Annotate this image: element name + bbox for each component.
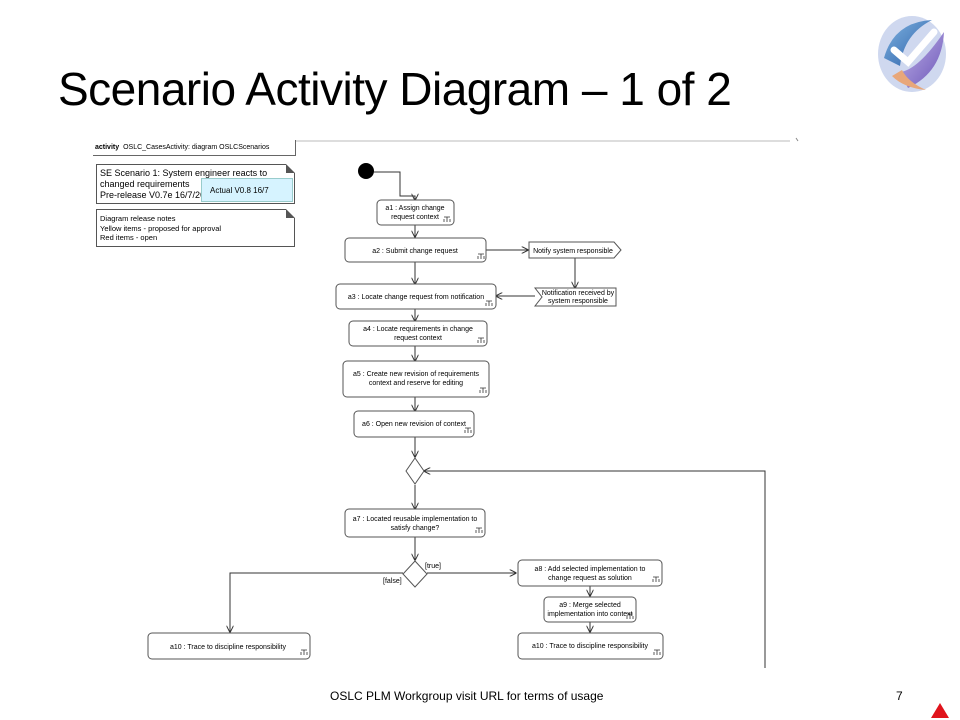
a7-label-line-1: a7 : Located reusable implementation to (353, 516, 478, 523)
action-a1 (376, 199, 455, 226)
action-a2 (344, 237, 487, 263)
action-boxes (147, 199, 664, 660)
scenario-line-3: Pre-release V0.7e 16/7/20 (100, 190, 206, 200)
a3-label: a3 : Locate change request from notifica… (348, 294, 484, 301)
a4-label-line-1: a4 : Locate requirements in change (363, 326, 473, 333)
frame-keyword: activity (95, 144, 120, 151)
action-a9 (543, 596, 637, 623)
action-labels: a1 : Assign change request context a2 : … (170, 205, 648, 651)
page-number: 7 (896, 689, 903, 703)
activity-frame: activity OSLC_CasesActivity: diagram OSL… (93, 140, 296, 248)
send-signal-label: Notify system responsible (533, 248, 613, 255)
decision-node (402, 560, 428, 588)
guard-false: [false] (383, 578, 402, 585)
action-a8 (517, 559, 663, 587)
oslc-logo (878, 16, 946, 92)
a2-label: a2 : Submit change request (372, 248, 458, 255)
action-a6 (353, 410, 475, 438)
merge-node (405, 457, 425, 485)
a7-label-line-2: satisfy change? (391, 525, 440, 532)
rake-icons (300, 216, 661, 655)
release-line-1: Diagram release notes (100, 214, 176, 223)
a1-label-line-1: a1 : Assign change (385, 205, 444, 212)
a8-label-line-2: change request as solution (548, 575, 632, 582)
action-a7 (344, 508, 486, 538)
edge-false-a10 (230, 572, 403, 632)
slide-title: Scenario Activity Diagram – 1 of 2 (58, 63, 732, 115)
action-a5 (342, 360, 490, 398)
actual-version-tag: Actual V0.8 16/7 (201, 178, 293, 202)
a10-left-label: a10 : Trace to discipline responsibility (170, 644, 286, 651)
release-line-2: Yellow items - proposed for approval (100, 223, 222, 233)
guard-labels: [true] [false] (383, 563, 441, 585)
release-line-3: Red items - open (100, 233, 158, 242)
a9-label-line-2: implementation into context (547, 611, 632, 618)
scenario-line-2: changed requirements (100, 179, 190, 189)
initial-node (358, 163, 374, 179)
a5-label-line-1: a5 : Create new revision of requirements (353, 371, 480, 378)
edges (230, 171, 766, 668)
send-signal-notify (528, 241, 622, 259)
a6-label: a6 : Open new revision of context (362, 421, 466, 428)
edge-start-a1 (374, 171, 415, 200)
accept-event-label-line-2: system responsible (548, 298, 608, 305)
a4-label-line-2: request context (394, 335, 442, 342)
action-a10-left (147, 632, 311, 660)
guard-true: [true] (425, 563, 441, 570)
action-a3 (335, 283, 497, 310)
accept-event-notification (533, 287, 617, 307)
a8-label-line-1: a8 : Add selected implementation to (535, 566, 646, 573)
scenario-line-1: SE Scenario 1: System engineer reacts to (100, 168, 268, 178)
frame-label: OSLC_CasesActivity: diagram OSLCScenario… (123, 144, 270, 151)
action-a10-right (517, 632, 664, 660)
accept-event-label-line-1: Notification received by (542, 290, 615, 297)
footer-text: OSLC PLM Workgroup visit URL for terms o… (330, 689, 604, 703)
frame-tab: activity OSLC_CasesActivity: diagram OSL… (93, 140, 296, 156)
a5-label-line-2: context and reserve for editing (369, 380, 463, 387)
next-slide-triangle-icon[interactable] (931, 703, 949, 718)
action-a4 (348, 320, 488, 347)
frame-corner-tick (795, 137, 799, 142)
a10-right-label: a10 : Trace to discipline responsibility (532, 643, 648, 650)
edge-loop-back (424, 471, 766, 668)
a9-label-line-1: a9 : Merge selected (559, 602, 621, 609)
a1-label-line-2: request context (391, 214, 439, 221)
release-notes: Diagram release notes Yellow items - pro… (96, 209, 295, 247)
